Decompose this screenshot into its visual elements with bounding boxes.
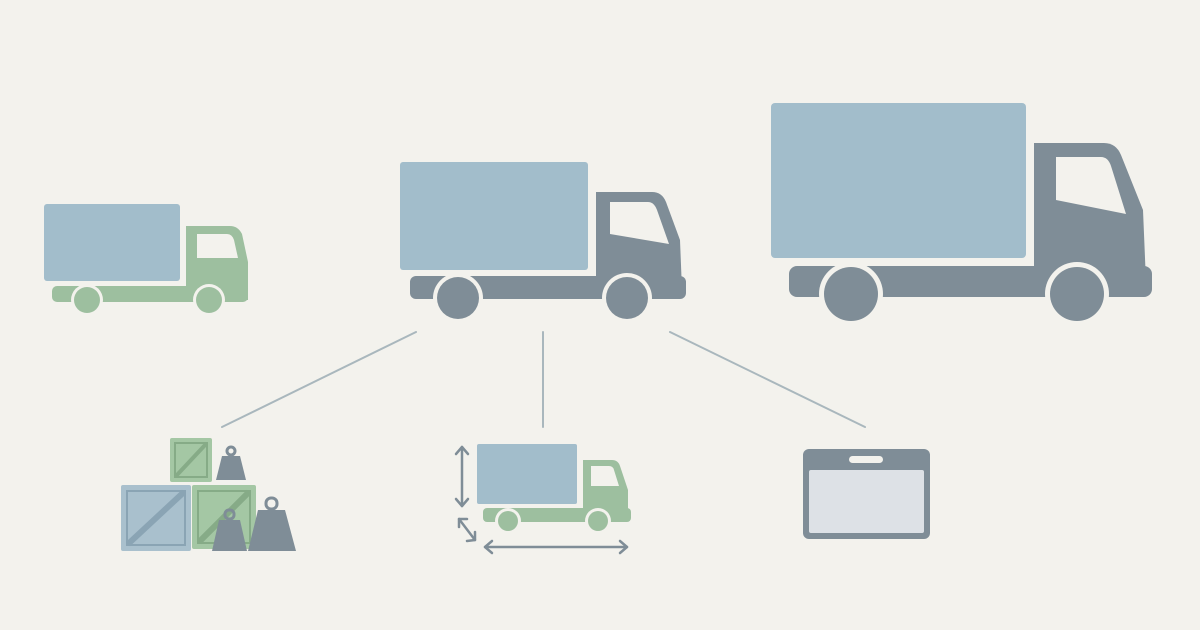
cab-window — [591, 466, 619, 486]
cargo-box — [771, 103, 1026, 258]
medium-box-truck-icon — [400, 162, 686, 323]
connector-lines — [221, 331, 866, 428]
width-arrow-icon — [457, 517, 477, 543]
crate-small-green — [170, 438, 212, 482]
connector-to-cargo — [221, 331, 417, 428]
wheel — [74, 287, 100, 313]
cab-window — [610, 202, 669, 244]
cab-window — [1056, 157, 1126, 214]
card-slot — [849, 456, 883, 463]
cargo-box — [400, 162, 588, 270]
small-delivery-truck-icon — [44, 204, 248, 316]
wheel — [437, 277, 479, 319]
length-arrow-icon — [483, 539, 629, 555]
card-panel — [809, 470, 924, 533]
wheel — [1050, 267, 1104, 321]
cargo-box — [477, 444, 577, 504]
cab-window — [197, 234, 238, 258]
wheel — [588, 511, 608, 531]
wheel — [498, 511, 518, 531]
weight-small-icon — [216, 445, 246, 480]
id-card-icon — [803, 449, 930, 539]
wheel — [824, 267, 878, 321]
wheel — [606, 277, 648, 319]
wheel — [196, 287, 222, 313]
connector-to-permit — [669, 331, 866, 428]
crate-large-blue — [121, 485, 191, 551]
weight-medium-icon — [212, 508, 247, 551]
large-box-truck-icon — [771, 103, 1152, 326]
cargo-box — [44, 204, 180, 281]
height-arrow-icon — [454, 445, 470, 508]
truck-dimensions-icon — [454, 444, 631, 555]
weight-large-icon — [248, 496, 296, 551]
crates-and-weights-icon — [121, 438, 296, 551]
